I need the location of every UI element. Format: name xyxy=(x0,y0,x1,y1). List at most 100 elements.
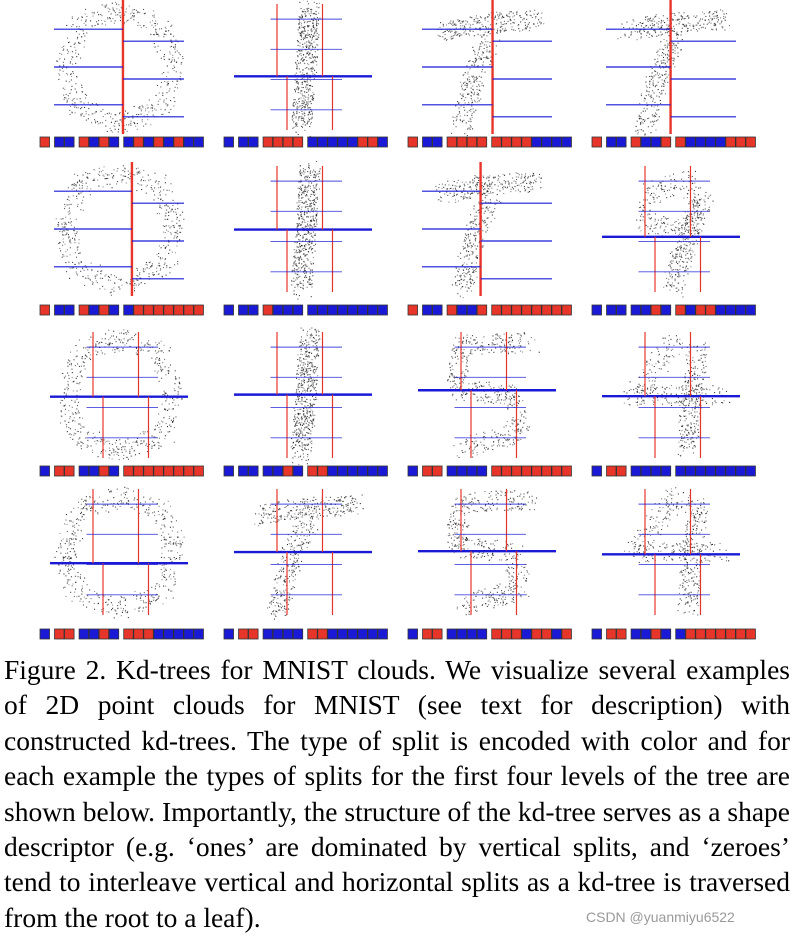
point-cloud xyxy=(636,170,714,298)
split-cell-vertical xyxy=(501,136,512,148)
split-cell-vertical xyxy=(432,628,443,640)
split-cell-vertical xyxy=(64,465,75,477)
split-cell-horizontal xyxy=(675,628,686,640)
split-cell-vertical xyxy=(422,628,433,640)
split-cell-vertical xyxy=(407,304,418,316)
kd-split-lines xyxy=(602,166,740,292)
split-cell-horizontal xyxy=(143,136,154,148)
split-cell-horizontal xyxy=(715,465,726,477)
split-cell-horizontal xyxy=(735,304,746,316)
split-cell-vertical xyxy=(153,304,164,316)
split-cell-horizontal xyxy=(183,136,194,148)
split-cell-vertical xyxy=(39,304,50,316)
split-cell-horizontal xyxy=(422,304,433,316)
figure-2-kd-trees xyxy=(39,0,756,640)
point-cloud xyxy=(447,332,540,458)
split-type-strip xyxy=(223,465,388,477)
split-cell-horizontal xyxy=(163,136,174,148)
kd-split-lines xyxy=(54,0,184,134)
split-cell-horizontal xyxy=(725,304,736,316)
split-cell-horizontal xyxy=(317,136,328,148)
split-cell-horizontal xyxy=(123,304,134,316)
split-cell-horizontal xyxy=(650,136,662,148)
split-cell-vertical xyxy=(715,628,726,640)
split-cell-vertical xyxy=(606,628,617,640)
split-cell-horizontal xyxy=(616,136,627,148)
split-cell-horizontal xyxy=(292,465,304,477)
split-cell-vertical xyxy=(491,136,502,148)
split-cell-horizontal xyxy=(248,304,259,316)
digit-panel xyxy=(223,327,388,477)
split-cell-horizontal xyxy=(39,465,50,477)
digit-panel xyxy=(591,487,756,640)
split-cell-horizontal xyxy=(123,136,134,148)
split-cell-vertical xyxy=(561,465,572,477)
split-cell-vertical xyxy=(153,136,164,148)
split-cell-horizontal xyxy=(432,136,443,148)
split-cell-vertical xyxy=(133,304,144,316)
split-cell-vertical xyxy=(143,628,154,640)
split-cell-vertical xyxy=(183,465,194,477)
split-cell-horizontal xyxy=(521,628,532,640)
kd-split-lines xyxy=(234,489,372,615)
split-cell-horizontal xyxy=(640,465,652,477)
kd-split-lines xyxy=(54,162,184,296)
split-cell-horizontal xyxy=(551,628,562,640)
split-type-strip xyxy=(407,465,572,477)
split-type-strip xyxy=(407,628,572,640)
split-cell-horizontal xyxy=(735,465,746,477)
split-cell-horizontal xyxy=(54,136,65,148)
split-cell-vertical xyxy=(476,304,488,316)
split-cell-vertical xyxy=(173,304,184,316)
split-type-strip xyxy=(591,465,756,477)
split-cell-vertical xyxy=(163,304,174,316)
split-cell-horizontal xyxy=(377,628,388,640)
split-cell-horizontal xyxy=(248,136,259,148)
split-cell-horizontal xyxy=(606,304,617,316)
point-cloud xyxy=(55,165,185,296)
split-cell-horizontal xyxy=(292,304,304,316)
split-cell-horizontal xyxy=(422,136,433,148)
split-cell-vertical xyxy=(511,304,522,316)
point-cloud xyxy=(56,1,184,134)
split-cell-horizontal xyxy=(446,628,458,640)
split-cell-vertical xyxy=(491,304,502,316)
split-cell-horizontal xyxy=(262,628,274,640)
split-cell-horizontal xyxy=(193,136,204,148)
kd-split-lines xyxy=(234,166,372,292)
split-type-strip xyxy=(39,304,204,316)
split-cell-vertical xyxy=(541,304,552,316)
split-cell-horizontal xyxy=(660,465,672,477)
split-cell-horizontal xyxy=(476,465,488,477)
split-cell-vertical xyxy=(272,136,284,148)
split-cell-vertical xyxy=(173,136,184,148)
split-cell-vertical xyxy=(650,304,662,316)
point-cloud xyxy=(624,487,730,616)
split-cell-vertical xyxy=(521,465,532,477)
split-cell-horizontal xyxy=(272,465,284,477)
split-cell-vertical xyxy=(54,465,65,477)
split-cell-horizontal xyxy=(456,628,468,640)
split-cell-vertical xyxy=(446,304,458,316)
split-cell-vertical xyxy=(561,304,572,316)
split-cell-horizontal xyxy=(272,628,284,640)
kd-split-lines xyxy=(234,4,372,130)
split-cell-vertical xyxy=(367,136,378,148)
split-type-strip xyxy=(407,136,572,148)
split-cell-vertical xyxy=(432,465,443,477)
split-cell-horizontal xyxy=(640,628,652,640)
split-cell-horizontal xyxy=(650,465,662,477)
split-cell-vertical xyxy=(282,136,294,148)
split-cell-vertical xyxy=(133,628,144,640)
split-cell-horizontal xyxy=(88,304,100,316)
split-cell-horizontal xyxy=(476,628,488,640)
split-cell-horizontal xyxy=(616,304,627,316)
split-cell-horizontal xyxy=(153,628,164,640)
split-cell-horizontal xyxy=(456,304,468,316)
split-cell-vertical xyxy=(262,136,274,148)
split-cell-vertical xyxy=(39,136,50,148)
split-cell-vertical xyxy=(561,628,572,640)
split-cell-horizontal xyxy=(660,304,672,316)
split-cell-horizontal xyxy=(456,465,468,477)
split-cell-vertical xyxy=(292,136,304,148)
